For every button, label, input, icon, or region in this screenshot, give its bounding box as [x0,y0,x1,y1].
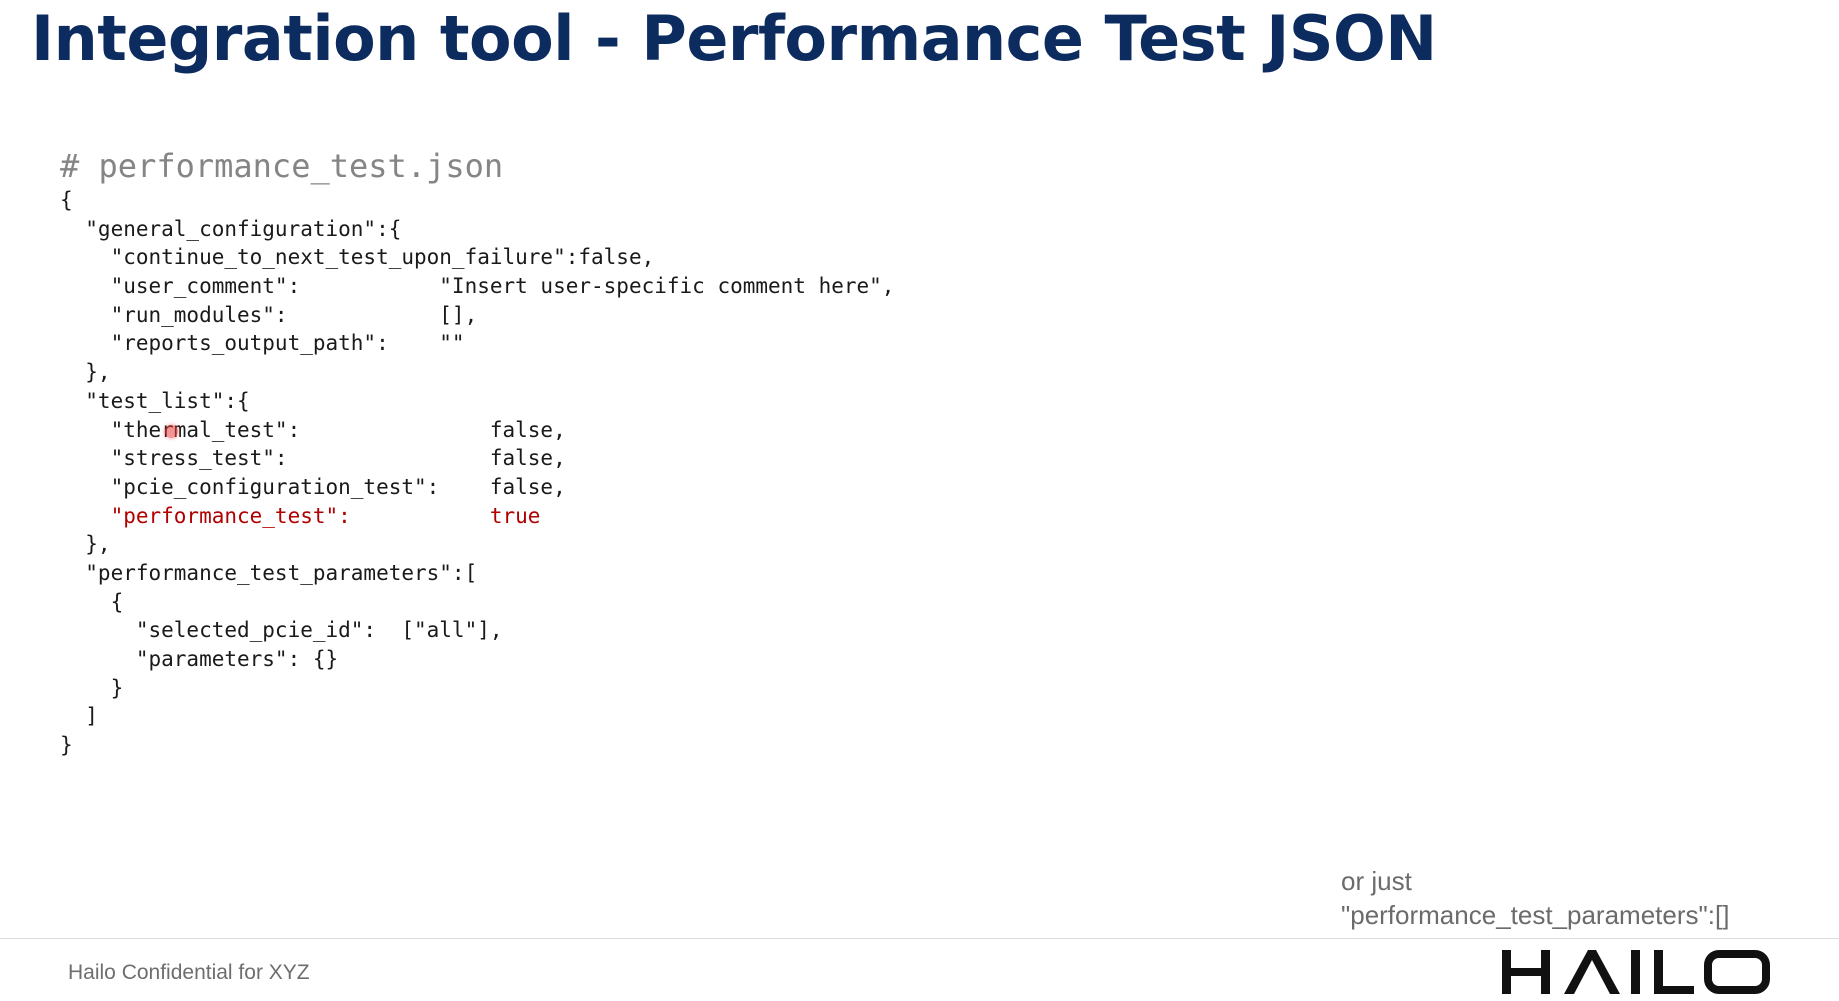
side-note: or just "performance_test_parameters":[] [1341,864,1729,932]
slide-title: Integration tool - Performance Test JSON [31,2,1437,75]
code-line: "reports_output_path": "" [60,331,465,356]
code-line: { [60,188,73,212]
code-line: "pcie_configuration_test": false, [60,474,566,499]
side-note-line-1: or just [1341,866,1412,896]
file-name-comment: # performance_test.json [60,147,504,185]
code-line: "run_modules": [], [60,302,478,327]
code-line: "continue_to_next_test_upon_failure":fal… [60,245,655,270]
json-code: { "general_configuration":{ "continue_to… [60,186,894,760]
code-line: }, [60,532,111,557]
footer-confidential-text: Hailo Confidential for XYZ [68,961,310,984]
code-line: "user_comment": "Insert user-specific co… [60,274,895,299]
code-line: "general_configuration":{ [60,216,402,241]
code-line: { [60,589,124,614]
footer-divider [0,938,1839,939]
pointer-cursor-icon [165,425,178,438]
code-line-highlighted: "performance_test": true [60,503,541,528]
code-line: "stress_test": false, [60,446,566,471]
hailo-logo-icon [1502,950,1770,994]
code-line: "thermal_test": false, [60,417,566,442]
code-line: "parameters": {} [60,647,339,671]
json-code-block: # performance_test.json { "general_confi… [60,146,894,760]
code-line: }, [60,360,111,385]
code-line: "selected_pcie_id": ["all"], [60,618,503,643]
code-line: "performance_test_parameters":[ [60,560,478,585]
code-line: } [60,675,124,700]
code-line: "test_list":{ [60,388,250,413]
code-line: } [60,733,73,758]
side-note-line-2: "performance_test_parameters":[] [1341,900,1730,930]
code-line: ] [60,704,98,729]
